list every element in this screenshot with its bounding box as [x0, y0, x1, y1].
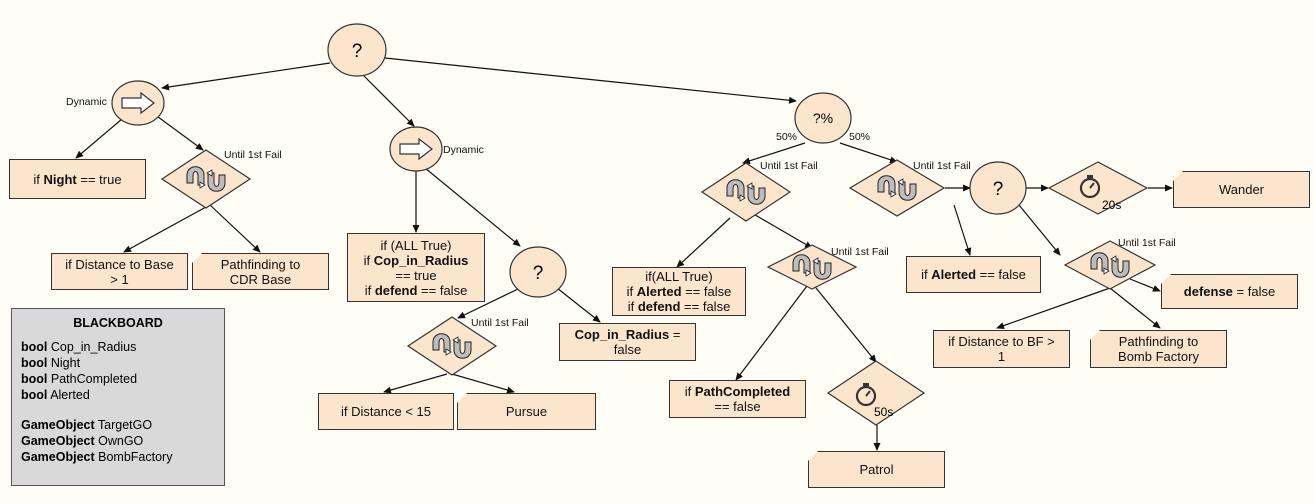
edge-sel-until6 — [1018, 204, 1061, 256]
blackboard-var: GameObject BombFactory — [21, 450, 173, 464]
edge-seq1-night — [75, 118, 123, 159]
blackboard-var: GameObject TargetGO — [21, 418, 153, 432]
until-fail-node-6 — [1063, 240, 1157, 290]
edge-until6-distbf — [996, 287, 1111, 329]
blackboard-title: BLACKBOARD — [73, 316, 163, 330]
dynamic-label-2: Dynamic — [443, 144, 484, 156]
action-pathfinding-cdr: Pathfinding to CDR Base — [192, 253, 329, 290]
action-defense-false: defense = false — [1161, 274, 1298, 309]
blackboard-var: bool Cop_in_Radius — [21, 340, 137, 354]
until-fail-node-5 — [766, 244, 858, 290]
root-selector: ? — [327, 23, 387, 77]
edge-until3-until5 — [749, 211, 813, 249]
night-selector: ? — [969, 161, 1027, 215]
until-fail-node-3 — [700, 162, 792, 222]
wait-50-label: 50s — [874, 405, 893, 419]
edge-until1-dist — [123, 206, 207, 253]
condition-all-true-alerted: if(ALL True) if Alerted == false if defe… — [612, 267, 746, 316]
wait-20-label: 20s — [1102, 198, 1121, 212]
pursue-selector: ? — [509, 246, 567, 298]
until-fail-node-2 — [406, 316, 498, 376]
edge-until4-alerted — [953, 204, 972, 256]
edge-seq2-sel — [424, 167, 521, 247]
edge-random-until3 — [742, 142, 806, 165]
until-fail-label-1: Until 1st Fail — [224, 149, 282, 161]
root-selector-symbol: ? — [352, 41, 363, 62]
dynamic-label-1: Dynamic — [66, 96, 107, 108]
edge-until6-defense — [1129, 278, 1161, 292]
edge-sel-until2 — [457, 287, 521, 319]
edge-until5-path — [735, 285, 808, 381]
action-patrol: Patrol — [808, 451, 945, 488]
blackboard-var: GameObject OwnGO — [21, 434, 144, 448]
edge-until2-dist15 — [383, 373, 448, 394]
random-selector-symbol: ?% — [813, 110, 833, 126]
edge-until2-pursue — [451, 373, 515, 394]
edge-root-seq2 — [362, 74, 415, 127]
until-fail-label-4: Until 1st Fail — [913, 160, 971, 172]
condition-path-completed: if PathCompleted == false — [669, 380, 806, 418]
blackboard-var: bool Night — [21, 356, 81, 370]
until-fail-label-3: Until 1st Fail — [760, 160, 818, 172]
blackboard-var: bool Alerted — [21, 388, 90, 402]
action-cop-in-radius-false: Cop_in_Radius = false — [559, 323, 696, 361]
edge-seq1-until1 — [153, 113, 204, 151]
edge-until3-alltrue — [676, 217, 731, 268]
night-selector-symbol: ? — [993, 179, 1004, 200]
until-fail-label-6: Until 1st Fail — [1118, 237, 1176, 249]
until-fail-node-1 — [160, 149, 252, 209]
condition-distance-lt-15: if Distance < 15 — [318, 393, 454, 430]
probability-right-label: 50% — [849, 131, 871, 143]
sequence-node-1 — [111, 80, 165, 126]
action-wander: Wander — [1173, 171, 1310, 208]
condition-alerted-false: if Alerted == false — [906, 256, 1041, 293]
edge-until6-pathbf — [1109, 287, 1161, 329]
edge-root-seq1 — [161, 62, 331, 91]
edge-sel-cop — [556, 287, 601, 323]
edge-until5-timer — [811, 282, 877, 363]
probability-left-label: 50% — [776, 131, 798, 143]
edge-root-random — [384, 57, 797, 104]
wait-node-50s: 50s — [826, 360, 926, 426]
edges — [75, 57, 1173, 451]
edge-random-until4 — [839, 142, 898, 164]
until-fail-node-4 — [848, 159, 946, 217]
condition-night: if Night == true — [9, 159, 146, 199]
pursue-selector-symbol: ? — [533, 263, 544, 284]
blackboard-var: bool PathCompleted — [21, 372, 138, 386]
action-pathfinding-bomb-factory: Pathfinding to Bomb Factory — [1090, 330, 1227, 368]
condition-all-true-cop: if (ALL True) if Cop_in_Radius == true i… — [347, 233, 485, 302]
until-fail-label-2: Until 1st Fail — [471, 317, 529, 329]
wait-node-20s: 20s — [1047, 161, 1149, 215]
sequence-node-2 — [389, 126, 443, 172]
action-pursue: Pursue — [457, 393, 596, 430]
blackboard-panel: BLACKBOARD bool Cop_in_Radius bool Night… — [11, 308, 225, 486]
condition-distance-to-bf: if Distance to BF > 1 — [933, 330, 1070, 368]
edge-until1-path — [209, 204, 261, 253]
random-selector: ?% — [794, 92, 852, 144]
until-fail-label-5: Until 1st Fail — [831, 246, 889, 258]
condition-distance-to-base: if Distance to Base > 1 — [51, 253, 188, 290]
